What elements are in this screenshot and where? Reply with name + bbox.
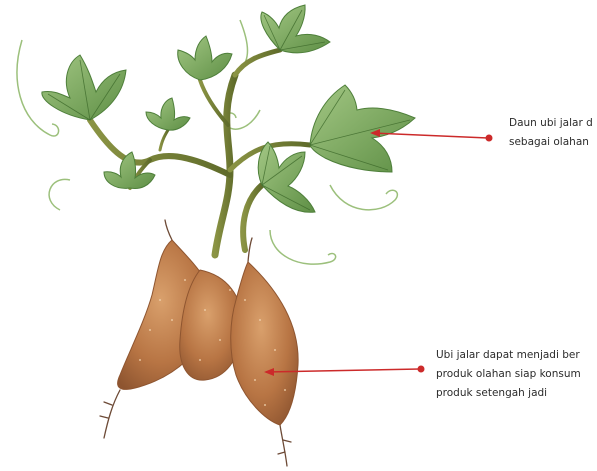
annotation-tuber: Ubi jalar dapat menjadi ber produk olaha… bbox=[436, 346, 597, 403]
annotation-leaf-line-2: sebagai olahan bbox=[509, 133, 597, 152]
annotation-leaf: Daun ubi jalar d sebagai olahan bbox=[509, 114, 597, 152]
annotation-leaf-line-1: Daun ubi jalar d bbox=[509, 114, 597, 133]
leaf-small-middle bbox=[146, 98, 190, 130]
tubers bbox=[100, 220, 298, 466]
tuber-right bbox=[231, 262, 298, 425]
leaf-big-right bbox=[310, 85, 415, 172]
annotation-tuber-line-1: Ubi jalar dapat menjadi ber bbox=[436, 346, 597, 365]
leaf-lower-left bbox=[104, 152, 155, 188]
leaf-lower-right bbox=[258, 142, 315, 212]
leaf-top-right bbox=[261, 5, 330, 53]
leaf-top-middle bbox=[178, 36, 232, 80]
annotation-tuber-line-2: produk olahan siap konsum bbox=[436, 365, 597, 384]
annotation-tuber-line-3: produk setengah jadi bbox=[436, 384, 597, 403]
leaf-top-left bbox=[42, 55, 126, 120]
